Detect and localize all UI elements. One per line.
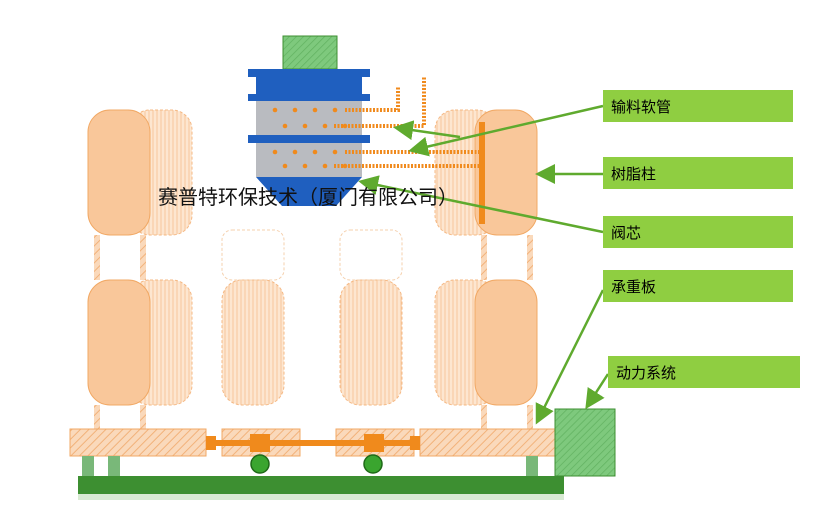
ground-rail-shadow — [78, 494, 564, 500]
resin-column-right-bottom — [474, 279, 538, 406]
arrow-valve-core — [358, 175, 604, 234]
ghost-column — [221, 279, 285, 406]
arrow-hose — [408, 104, 604, 157]
label-valve-core: 阀芯 — [603, 216, 793, 248]
valve-body — [256, 101, 362, 135]
load-plate-segment — [69, 428, 207, 457]
ground-rail — [78, 476, 564, 494]
wheel — [363, 454, 383, 474]
drive-shaft — [206, 440, 420, 446]
annotation-arrows — [358, 104, 610, 425]
valve-motor — [282, 35, 338, 70]
label-load-plate: 承重板 — [603, 270, 793, 302]
column-leg — [140, 235, 146, 280]
column-leg — [94, 235, 100, 280]
load-plate — [69, 428, 557, 457]
coupling — [250, 434, 270, 452]
label-resin-column: 树脂柱 — [603, 157, 793, 189]
column-leg — [94, 405, 100, 429]
valve-dots — [272, 107, 348, 169]
valve-flange — [248, 94, 370, 101]
arrow-power-system — [585, 373, 610, 410]
foot — [526, 456, 538, 476]
hose — [334, 76, 426, 128]
wheel — [250, 454, 270, 474]
resin-column-left-top — [87, 109, 151, 236]
foot — [108, 456, 120, 476]
label-hose: 输料软管 — [603, 90, 793, 122]
resin-columns — [87, 109, 538, 429]
column-leg — [481, 405, 487, 429]
hose — [345, 86, 400, 112]
valve-assembly — [248, 35, 370, 206]
ghost-column — [339, 279, 403, 406]
coupling — [206, 436, 216, 450]
valve-flange — [248, 135, 370, 143]
coupling — [410, 436, 420, 450]
company-title: 赛普特环保技术（厦门有限公司） — [158, 185, 458, 209]
label-power-system: 动力系统 — [608, 356, 800, 388]
column-leg — [527, 405, 533, 429]
valve-body — [256, 143, 362, 177]
ghost-column — [221, 229, 285, 281]
resin-column-left-bottom — [87, 279, 151, 406]
valve-bottom — [256, 177, 362, 206]
watermark-text: 环保资料帮手 — [242, 246, 339, 265]
power-system-box — [554, 408, 616, 477]
arrow-hose-2 — [393, 120, 461, 141]
coupling — [364, 434, 384, 452]
valve-upper — [256, 77, 362, 94]
column-leg — [481, 235, 487, 280]
ghost-column — [339, 229, 403, 281]
valve-flange — [248, 69, 370, 77]
foot — [82, 456, 94, 476]
hose-clamp — [479, 122, 485, 224]
column-leg — [527, 235, 533, 280]
column-leg — [140, 405, 146, 429]
arrow-load-plate — [535, 289, 605, 425]
feet — [82, 456, 538, 476]
load-plate-segment — [419, 428, 557, 457]
